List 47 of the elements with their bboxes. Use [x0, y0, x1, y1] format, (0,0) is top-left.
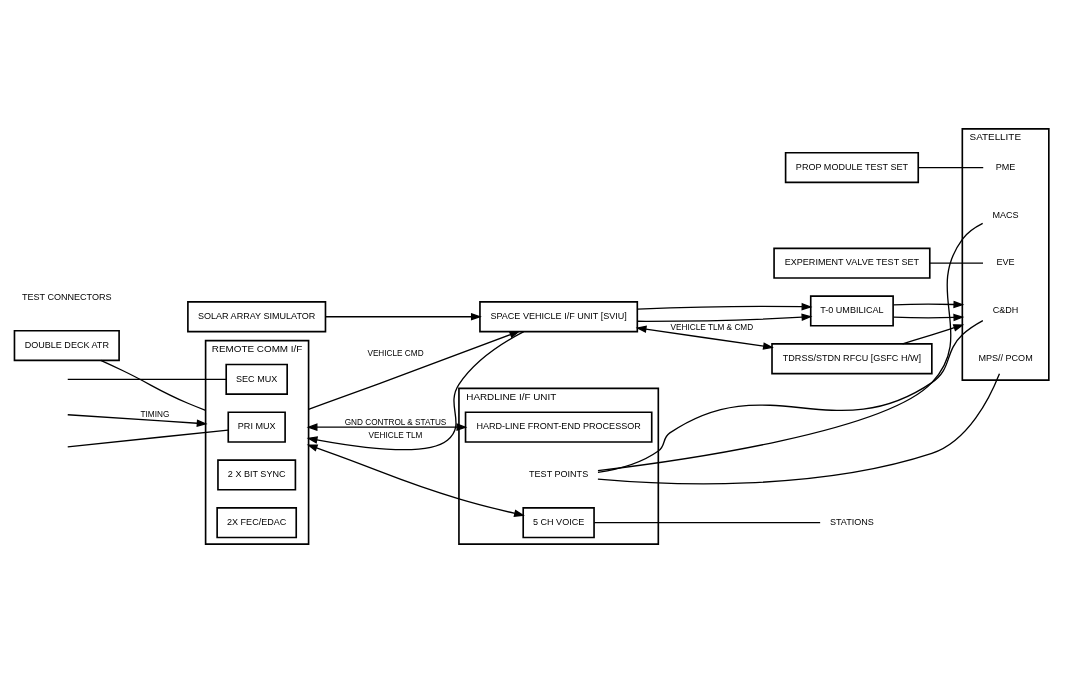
arrow: [636, 302, 813, 311]
node-box: SEC MUX: [225, 363, 288, 395]
connector: [67, 429, 229, 448]
node-text: C&DH: [992, 305, 1019, 316]
edge-label: GND CONTROL & STATUS: [344, 417, 447, 427]
node-box: T-0 UMBILICAL: [809, 295, 894, 327]
arrow: [306, 444, 525, 517]
node-box: EXPERIMENT VALVE TEST SET: [773, 247, 931, 279]
node-box: 2X FEC/EDAC: [216, 507, 298, 539]
arrow: [901, 324, 965, 345]
arrow: [67, 414, 208, 428]
connector: [597, 373, 1001, 485]
node-text: MACS: [992, 209, 1019, 220]
arrow: [636, 313, 813, 322]
arrow: [892, 313, 965, 322]
node-box: TDRSS/STDN RFCU [GSFC H/W]: [771, 343, 933, 375]
connector: [593, 522, 821, 524]
node-text: PME: [995, 161, 1016, 172]
node-box: SPACE VEHICLE I/F UNIT [SVIU]: [479, 301, 639, 333]
label: TEST CONNECTORS: [21, 292, 112, 303]
connector: [100, 359, 207, 411]
edge-label: VEHICLE TLM & CMD: [670, 322, 754, 332]
node-box: HARD-LINE FRONT-END PROCESSOR: [464, 411, 653, 443]
connector: [67, 378, 227, 380]
node-box: PROP MODULE TEST SET: [784, 151, 920, 184]
edge-label: VEHICLE TLM: [368, 430, 423, 440]
node-box: DOUBLE DECK ATR: [13, 329, 120, 362]
arrow: [307, 330, 521, 410]
connector: [597, 319, 984, 474]
node-text: STATIONS: [829, 517, 874, 527]
arrow: [892, 300, 965, 309]
arrow: [306, 423, 468, 431]
arrow: [325, 312, 482, 321]
edge-label: VEHICLE CMD: [367, 349, 424, 359]
node-text: MPS// PCOM: [978, 353, 1033, 364]
arrow: [635, 325, 774, 350]
connector: [917, 166, 984, 169]
arrow: [306, 330, 525, 451]
connector: [929, 262, 984, 264]
edge-label: TIMING: [140, 410, 170, 420]
node-text: EVE: [996, 257, 1015, 268]
node-box: PRI MUX: [227, 411, 286, 443]
node-text: TEST POINTS: [529, 469, 589, 480]
node-box: 5 CH VOICE: [522, 507, 595, 539]
connector: [597, 222, 984, 472]
node-box: 2 X BIT SYNC: [217, 459, 297, 491]
node-box: SOLAR ARRAY SIMULATOR: [187, 301, 327, 333]
